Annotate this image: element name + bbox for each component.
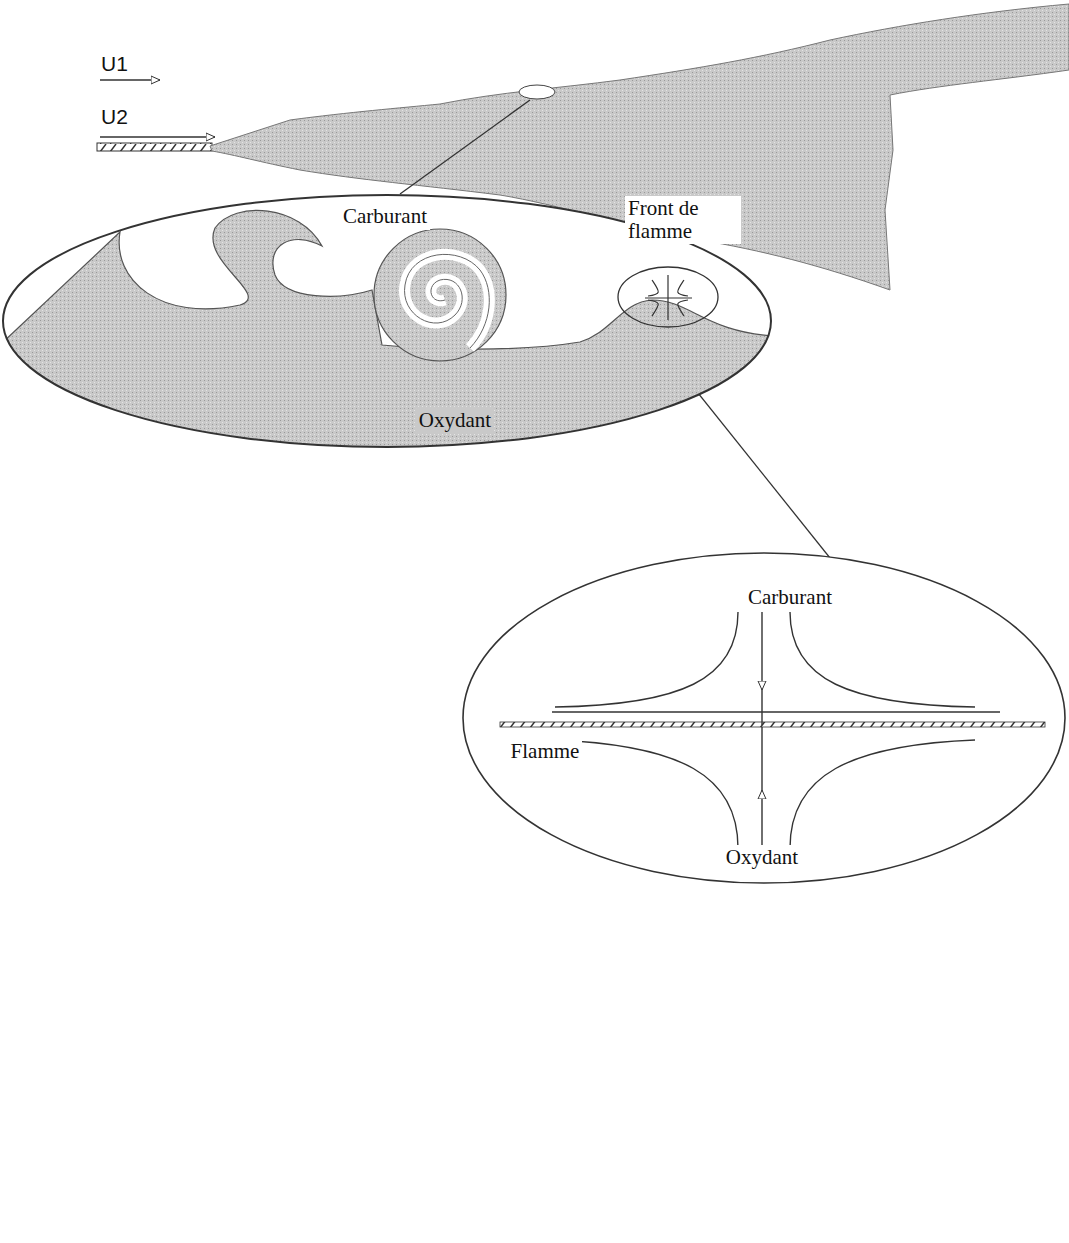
zoom-ellipse: CarburantFlammeOxydant	[460, 550, 1068, 886]
velocity-label: U2	[101, 105, 128, 129]
region-label: Front de flamme	[625, 196, 741, 244]
region-label: Oxydant	[416, 408, 494, 433]
zoom-ellipse: Carburant Front de flammeOxydant	[0, 192, 774, 450]
region-label: Flamme	[508, 739, 583, 764]
region-label: Oxydant	[723, 845, 801, 870]
velocity-label: U1	[101, 52, 128, 76]
region-label: Carburant	[340, 204, 430, 229]
region-label: Carburant	[745, 585, 835, 610]
